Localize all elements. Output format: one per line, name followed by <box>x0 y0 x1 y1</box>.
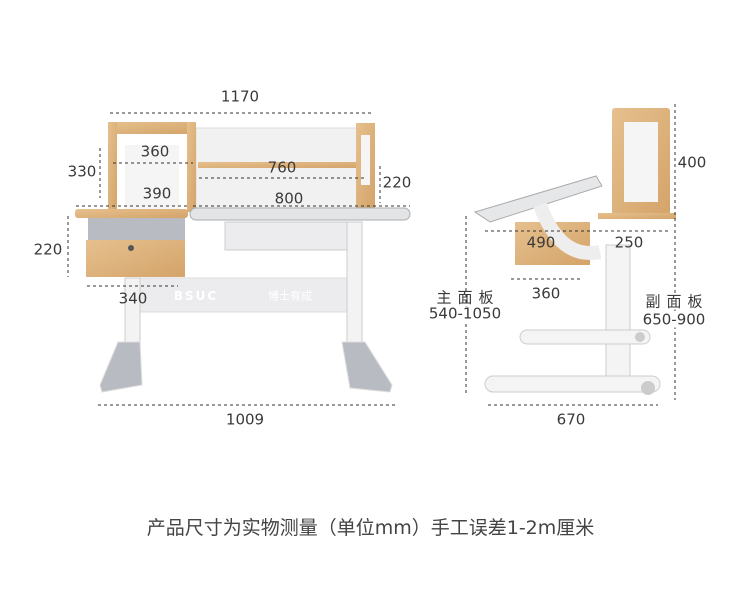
dim-side-top-depth: 250 <box>614 233 644 252</box>
dim-drawer-width: 340 <box>118 289 148 308</box>
mechanism <box>224 221 356 251</box>
column <box>605 244 631 381</box>
tilted-top <box>473 175 603 223</box>
dim-shelf-height: 220 <box>382 173 412 192</box>
dim-side-hutch-height: 400 <box>677 153 707 172</box>
caption: 产品尺寸为实物测量（单位mm）手工误差1-2m厘米 <box>146 517 595 539</box>
main-top-label: 主面板 <box>436 288 500 307</box>
dim-drawer-height: 220 <box>33 240 63 259</box>
dim-side-top-width: 390 <box>142 184 172 203</box>
dim-main-top-depth: 490 <box>526 233 556 252</box>
drawer <box>86 240 185 277</box>
dim-main-top-width: 800 <box>274 189 304 208</box>
crossbar <box>124 277 356 313</box>
dim-total-width: 1170 <box>220 87 260 106</box>
hutch-opening <box>125 145 179 210</box>
left-foot <box>99 341 143 393</box>
back-panel <box>195 127 367 211</box>
main-top <box>189 207 411 221</box>
side-top <box>75 209 188 218</box>
side-base <box>484 375 661 393</box>
hutch-left-post <box>108 122 117 212</box>
hutch-right-post <box>187 122 196 212</box>
dim-base-depth: 670 <box>556 410 586 429</box>
dim-hutch-inner-width: 360 <box>140 142 170 161</box>
dimension-lines <box>67 104 676 406</box>
shelf <box>198 162 368 168</box>
side-desk <box>473 108 676 395</box>
dim-shelf-length: 760 <box>267 158 297 177</box>
front-desk <box>75 122 411 393</box>
side-top-label: 副面板 <box>645 292 709 311</box>
dim-hutch-height: 330 <box>67 162 97 181</box>
brand-logo-text: BSUC <box>173 289 219 303</box>
dim-base-width: 1009 <box>225 410 265 429</box>
side-top-range: 650-900 <box>642 310 706 329</box>
dim-drawer-depth: 360 <box>531 284 561 303</box>
drawer-tray <box>88 218 185 240</box>
right-foot <box>341 341 393 393</box>
brand-logo-cn: 博士有成 <box>268 289 312 303</box>
drawer-lock-icon <box>128 245 134 251</box>
hutch-left-frame <box>108 122 196 134</box>
main-top-range: 540-1050 <box>428 304 502 323</box>
